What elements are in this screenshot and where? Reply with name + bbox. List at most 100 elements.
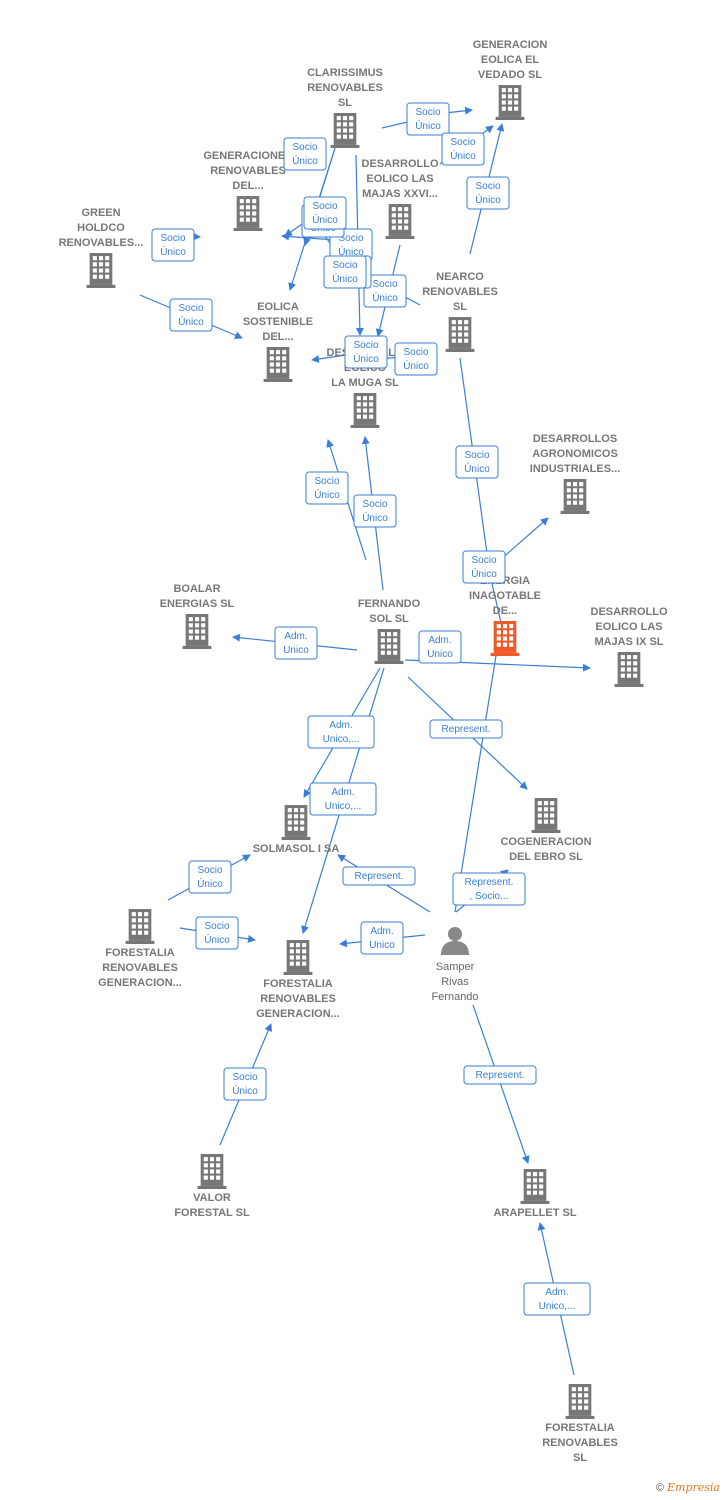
relationship-label: Adm. — [284, 631, 307, 642]
building-icon — [86, 253, 116, 288]
node-label: EOLICO LAS — [366, 173, 433, 185]
node-label: CLARISSIMUS — [307, 67, 383, 79]
node-label: VEDADO SL — [478, 69, 542, 81]
relationship-badge[interactable]: Adm.Unico — [418, 630, 462, 664]
node-label: RENOVABLES... — [59, 237, 144, 249]
relationship-label: Unico,... — [323, 734, 360, 745]
node-forestalia-gen-mid[interactable]: FORESTALIARENOVABLESGENERACION... — [256, 940, 340, 1020]
relationship-badge[interactable]: Adm.Unico — [360, 921, 404, 955]
relationship-badge[interactable]: Adm.Unico,... — [307, 715, 375, 749]
relationship-label: Único — [160, 245, 186, 258]
node-label: FORESTAL SL — [174, 1207, 250, 1219]
node-label: Rivas — [441, 976, 469, 988]
relationship-label: Socio — [464, 450, 489, 461]
node-label: HOLDCO — [77, 222, 125, 234]
node-label: RENOVABLES — [210, 165, 286, 177]
node-label: RENOVABLES — [307, 82, 383, 94]
footer-brand: © Empresia — [656, 1481, 720, 1494]
node-label: DEL... — [262, 331, 293, 343]
building-icon — [445, 317, 475, 352]
node-label: INDUSTRIALES... — [530, 463, 620, 475]
relationship-badge[interactable]: Adm.Unico,... — [309, 782, 377, 816]
building-icon — [330, 113, 360, 148]
relationship-label: Único — [178, 315, 204, 328]
relationship-label: Único — [450, 149, 476, 162]
relationship-badge[interactable]: Represent. — [342, 866, 416, 886]
node-label: COGENERACION — [500, 836, 591, 848]
relationship-badge[interactable]: Adm.Unico — [274, 626, 318, 660]
relationship-label: Unico — [369, 940, 395, 951]
relationship-badge[interactable]: Represent. , Socio... — [452, 872, 526, 906]
node-eolica-sostenible[interactable]: EOLICASOSTENIBLEDEL... — [243, 301, 313, 382]
node-label: MAJAS IX SL — [594, 636, 663, 648]
relationship-label: Adm. — [428, 635, 451, 646]
copyright-icon: © — [655, 1482, 664, 1494]
node-solmasol[interactable]: SOLMASOL I SA — [253, 805, 340, 855]
edge-line-extra — [454, 642, 501, 913]
node-label: GENERACION — [473, 39, 548, 51]
node-clarissimus[interactable]: CLARISSIMUS RENOVABLES SL — [307, 67, 383, 148]
building-icon — [374, 629, 404, 664]
relationship-badge[interactable]: Represent. — [463, 1065, 537, 1085]
node-green-holdco[interactable]: GREENHOLDCORENOVABLES... — [59, 207, 144, 288]
node-gen-renov-del[interactable]: GENERACIONESRENOVABLESDEL... — [203, 150, 293, 231]
building-icon — [197, 1154, 227, 1189]
node-label: BOALAR — [173, 583, 220, 595]
node-des-agronomicos[interactable]: DESARROLLOSAGRONOMICOSINDUSTRIALES... — [530, 433, 620, 514]
node-forestalia-gen-left[interactable]: FORESTALIA RENOVABLES GENERACION... — [98, 909, 182, 989]
relationship-label: Socio — [403, 347, 428, 358]
relationship-label: , Socio... — [470, 891, 509, 902]
relationship-badge[interactable]: Adm.Unico,... — [523, 1282, 591, 1316]
relationship-label: Socio — [372, 279, 397, 290]
building-icon — [560, 479, 590, 514]
node-label: SL — [453, 301, 467, 313]
node-energia-inagotable[interactable]: ENERGIAINAGOTABLEDE... — [469, 575, 541, 656]
relationship-label: Único — [471, 567, 497, 580]
relationship-label: Socio — [160, 233, 185, 244]
node-label: GENERACION... — [98, 977, 182, 989]
relationship-label: Represent. — [465, 877, 514, 888]
node-label: RENOVABLES — [102, 962, 178, 974]
node-arapellet[interactable]: ARAPELLET SL — [493, 1169, 577, 1219]
relationship-label: Represent. — [442, 724, 491, 735]
relationship-label: Único — [197, 877, 223, 890]
relationship-label: Socio — [332, 260, 357, 271]
node-label: FORESTALIA — [545, 1422, 615, 1434]
node-label: FORESTALIA — [105, 947, 175, 959]
building-icon — [565, 1384, 595, 1419]
node-label: DESARROLLOS — [533, 433, 617, 445]
relationship-label: Único — [464, 462, 490, 475]
node-label: SL — [338, 97, 352, 109]
relationship-badge[interactable]: Represent. — [429, 719, 503, 739]
relationship-label: Único — [403, 359, 429, 372]
relationship-label: Único — [312, 213, 338, 226]
